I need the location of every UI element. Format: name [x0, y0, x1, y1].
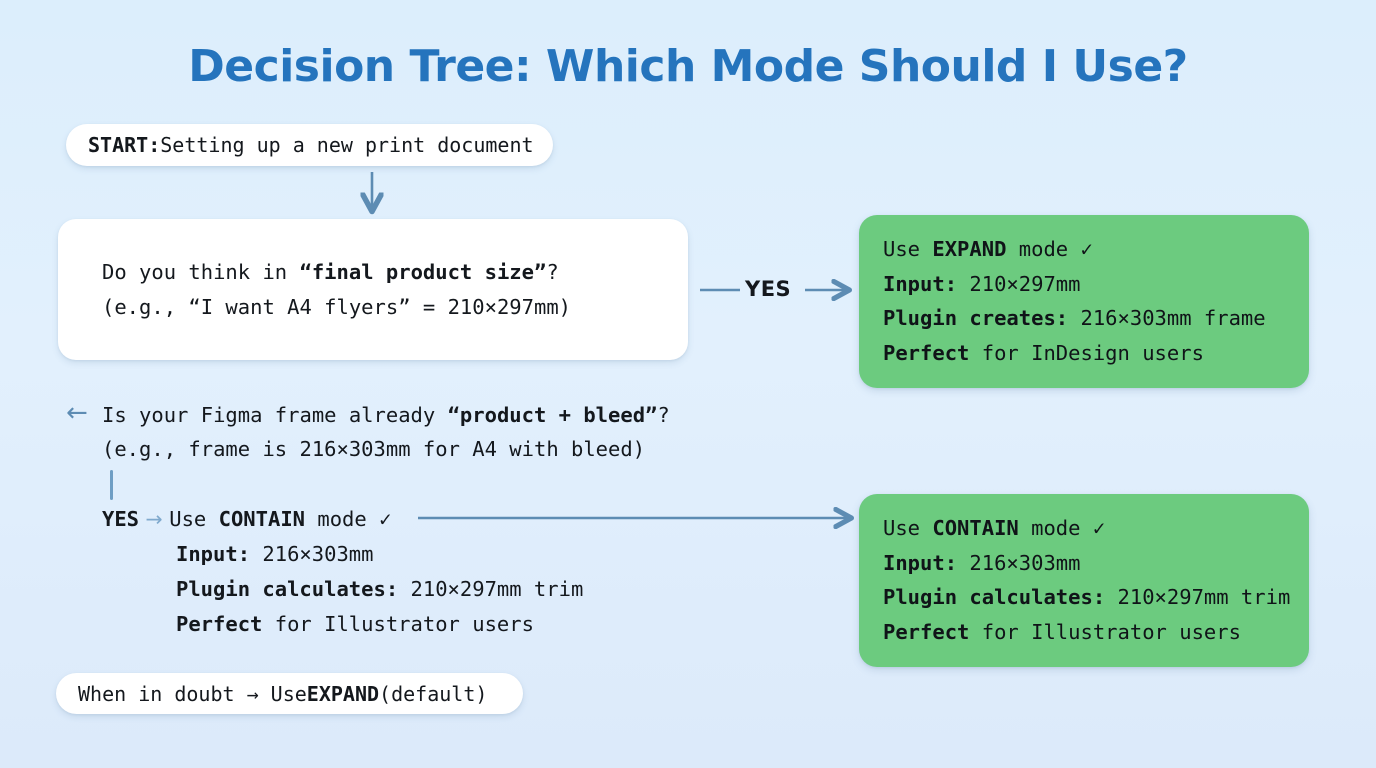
- decision-line-1: Do you think in “final product size”?: [102, 255, 644, 290]
- branch-detail-calculates: Plugin calculates: 210×297mm trim: [66, 572, 826, 607]
- branch-calculates-label: Plugin calculates:: [176, 577, 399, 601]
- branch-q1-pre: Is your Figma frame already: [102, 403, 448, 427]
- footer-mode-name: EXPAND: [306, 681, 380, 706]
- contain-mode-name: CONTAIN: [932, 516, 1019, 540]
- expand-creates-label: Plugin creates:: [883, 306, 1069, 330]
- branch-contain-mode-name: CONTAIN: [218, 507, 306, 531]
- branch-detail-input: Input: 216×303mm: [66, 537, 826, 572]
- branch-question-line-2: (e.g., frame is 216×303mm for A4 with bl…: [102, 437, 646, 461]
- contain-perfect-label: Perfect: [883, 619, 970, 644]
- contain-line-3: Plugin calculates: 210×297mm trim: [883, 580, 1290, 615]
- contain-input-label: Input:: [883, 550, 958, 575]
- branch-question-line-1: ← Is your Figma frame already “product + …: [66, 398, 826, 432]
- result-card-expand[interactable]: Use EXPAND mode ✓ Input: 210×297mm Plugi…: [859, 215, 1309, 388]
- right-arrow-icon: →: [139, 507, 170, 531]
- footer-pre: When in doubt → Use: [78, 681, 307, 706]
- branch-detail-perfect: Perfect for Illustrator users: [66, 607, 826, 642]
- contain-perfect-value: for Illustrator users: [969, 619, 1241, 644]
- branch-block-contain: ← Is your Figma frame already “product + …: [66, 398, 826, 642]
- decision-line1-post: ?: [546, 259, 559, 284]
- branch-yes-contain-line: YES → Use CONTAIN mode ✓: [66, 502, 826, 536]
- decision-line-2: (e.g., “I want A4 flyers” = 210×297mm): [102, 294, 571, 319]
- expand-line-2: Input: 210×297mm: [883, 267, 1285, 302]
- expand-creates-value: 216×303mm frame: [1068, 306, 1266, 330]
- branch-yes-post: mode ✓: [305, 507, 392, 531]
- decision-line1-emphasis: “final product size”: [299, 259, 547, 284]
- expand-line-3: Plugin creates: 216×303mm frame: [883, 301, 1285, 336]
- expand-line1-post: mode ✓: [1006, 237, 1093, 261]
- branch-input-label: Input:: [176, 542, 251, 566]
- branch-yes-pre: Use: [169, 507, 219, 531]
- contain-line-2: Input: 216×303mm: [883, 546, 1285, 581]
- expand-input-value: 210×297mm: [957, 271, 1081, 296]
- start-node[interactable]: START: Setting up a new print document: [66, 124, 553, 166]
- contain-line-1: Use CONTAIN mode ✓: [883, 511, 1285, 546]
- branch-q1-post: ?: [657, 403, 670, 427]
- contain-input-value: 216×303mm: [957, 550, 1081, 575]
- expand-perfect-value: for InDesign users: [969, 340, 1204, 365]
- branch-perfect-label: Perfect: [176, 612, 263, 636]
- result-card-contain[interactable]: Use CONTAIN mode ✓ Input: 216×303mm Plug…: [859, 494, 1309, 667]
- decision-node-final-product-size[interactable]: Do you think in “final product size”? (e…: [58, 219, 688, 360]
- contain-calculates-label: Plugin calculates:: [883, 585, 1106, 609]
- footer-default-note[interactable]: When in doubt → Use EXPAND (default): [56, 673, 523, 714]
- branch-q1-emphasis: “product + bleed”: [447, 403, 658, 427]
- start-text: Setting up a new print document: [160, 133, 534, 157]
- page-title: Decision Tree: Which Mode Should I Use?: [188, 41, 1188, 92]
- branch-yes-label: YES: [102, 507, 140, 531]
- contain-calculates-value: 210×297mm trim: [1105, 585, 1291, 609]
- contain-line1-pre: Use: [883, 516, 933, 540]
- decision-line1-pre: Do you think in: [102, 259, 300, 284]
- expand-input-label: Input:: [883, 271, 958, 296]
- expand-line-1: Use EXPAND mode ✓: [883, 232, 1285, 267]
- branch-vertical-connector: [110, 470, 113, 500]
- footer-post: (default): [379, 681, 488, 706]
- branch-perfect-value: for Illustrator users: [262, 612, 534, 636]
- start-label: START:: [88, 133, 161, 157]
- contain-line1-post: mode ✓: [1018, 516, 1106, 540]
- expand-line-4: Perfect for InDesign users: [883, 336, 1285, 371]
- branch-calculates-value: 210×297mm trim: [398, 577, 584, 601]
- branch-input-value: 216×303mm: [250, 542, 374, 566]
- expand-perfect-label: Perfect: [883, 340, 970, 365]
- contain-line-4: Perfect for Illustrator users: [883, 615, 1285, 650]
- expand-line1-pre: Use: [883, 237, 933, 261]
- edge-label-yes: YES: [745, 277, 792, 301]
- back-arrow-icon: ←: [66, 398, 88, 428]
- expand-mode-name: EXPAND: [932, 237, 1007, 261]
